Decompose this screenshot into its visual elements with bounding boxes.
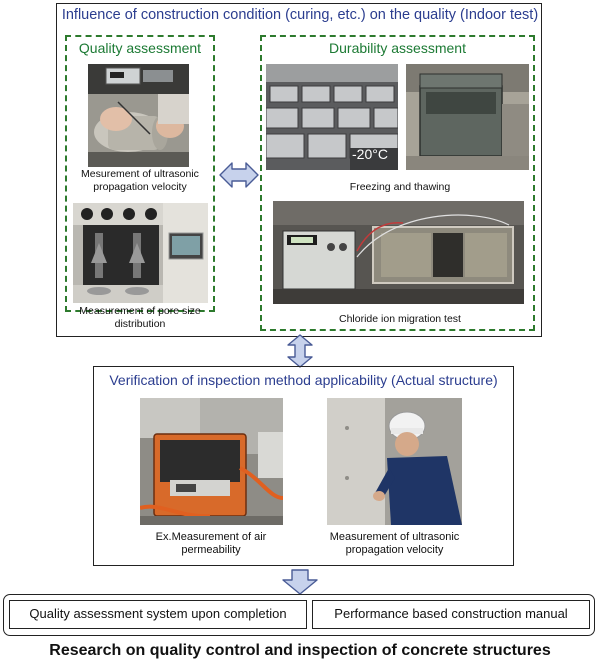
horizontal-double-arrow-icon — [218, 160, 260, 190]
field-ultrasonic-photo — [327, 398, 462, 525]
air-permeability-caption: Ex.Measurement of air permeability — [155, 531, 267, 556]
figure-title: Research on quality control and inspecti… — [49, 642, 551, 659]
vertical-double-arrow-icon — [287, 334, 313, 368]
ultrasonic-lab-photo — [88, 64, 189, 167]
air-permeability-photo — [140, 398, 283, 525]
quality-assessment-panel — [65, 35, 215, 312]
durability-assessment-title: Durability assessment — [329, 40, 466, 56]
outcomes-panel — [3, 594, 595, 636]
freezing-chambers-photo — [266, 64, 398, 170]
chloride-migration-caption: Chloride ion migration test — [339, 313, 461, 325]
quality-system-box: Quality assessment system upon completio… — [9, 600, 307, 629]
pore-size-apparatus-photo — [73, 203, 208, 303]
field-ultrasonic-caption: Measurement of ultrasonic propagation ve… — [329, 531, 460, 556]
pore-size-caption: Measurement of pore size distribution — [79, 305, 201, 330]
construction-manual-box: Performance based construction manual — [312, 600, 590, 629]
freezing-thawing-caption: Freezing and thawing — [349, 181, 451, 193]
durability-assessment-panel — [260, 35, 535, 331]
indoor-test-title: Influence of construction condition (cur… — [61, 7, 539, 23]
temperature-label: -20°C — [352, 146, 388, 162]
verification-panel — [93, 366, 514, 566]
verification-title: Verification of inspection method applic… — [109, 372, 498, 388]
chloride-migration-photo — [273, 201, 524, 304]
down-arrow-icon — [281, 569, 319, 595]
ultrasonic-lab-caption: Mesurement of ultrasonic propagation vel… — [81, 168, 199, 193]
quality-assessment-title: Quality assessment — [78, 40, 202, 56]
freeze-thaw-tank-photo — [406, 64, 529, 170]
